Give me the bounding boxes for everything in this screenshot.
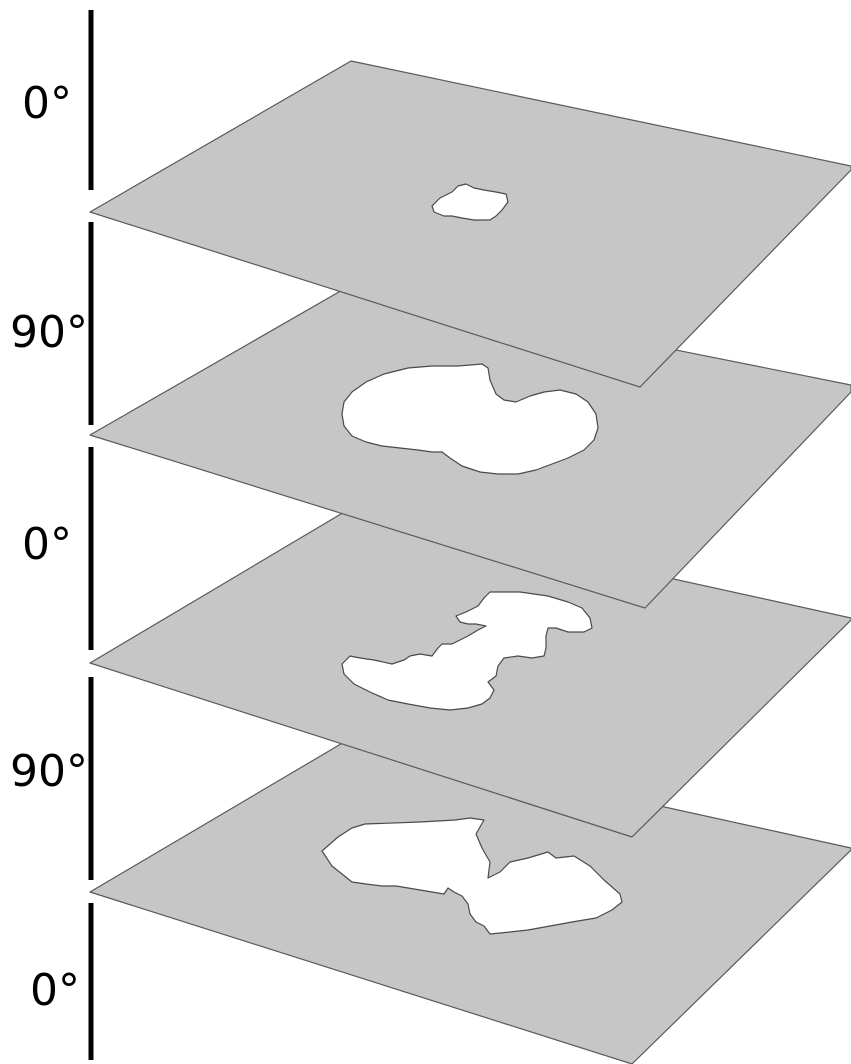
plate-2 — [89, 60, 851, 388]
ply-label-3: 0° — [22, 519, 72, 570]
ply-label-2: 90° — [10, 307, 88, 358]
ply-label-4: 90° — [10, 746, 88, 797]
delamination-region-2 — [341, 363, 599, 475]
delamination-region-1 — [431, 183, 509, 221]
ply-label-5: 0° — [30, 965, 80, 1016]
ply-label-1: 0° — [22, 78, 72, 129]
delamination-region-3 — [341, 591, 593, 711]
plate-5 — [89, 737, 851, 1064]
delamination-region-4 — [321, 817, 623, 935]
